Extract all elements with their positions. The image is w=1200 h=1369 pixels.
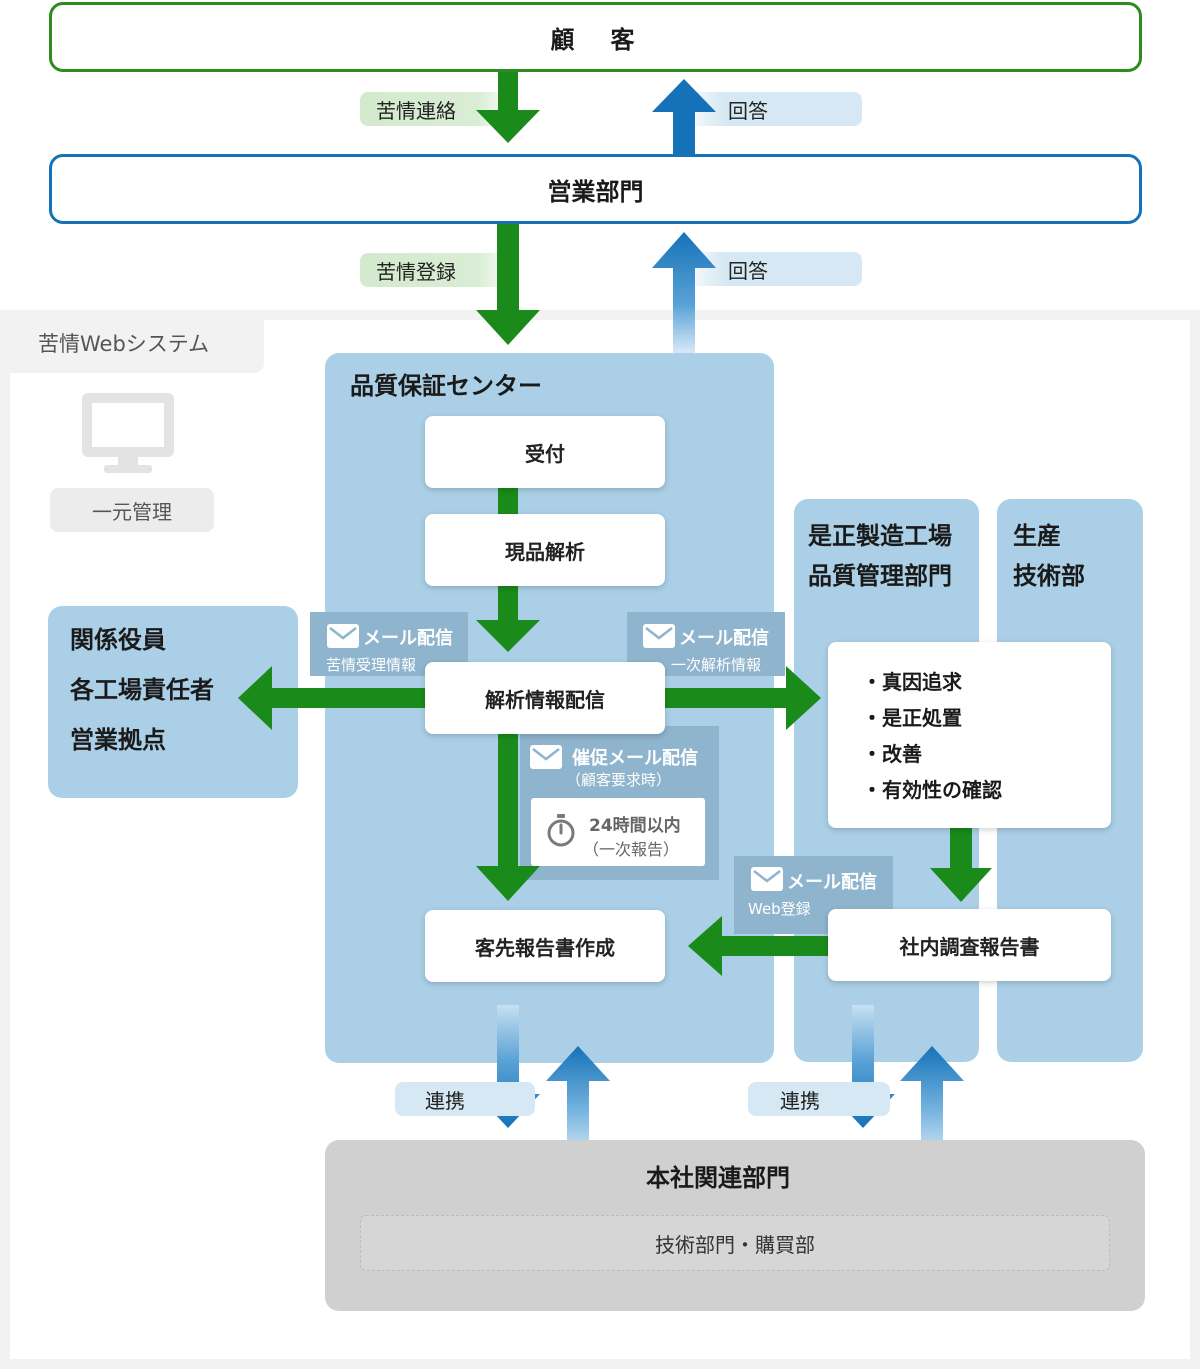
qa-center-title: 品質保証センター [350,372,542,400]
link-label-1: 連携 [425,1088,465,1113]
mail-right-title: メール配信 [679,628,769,649]
complaint-register-label: 苦情登録 [376,259,456,284]
hq-sub-box: 技術部門・購買部 [360,1215,1110,1271]
arrow-complaint-register [476,224,540,345]
connector-reception-analysis [498,488,518,516]
action-item-2: ・是正処置 [862,706,962,730]
mail-prompt-sub: （顧客要求時） [566,771,672,789]
mail-web-title: メール配信 [787,872,877,893]
officers-line-2: 各工場責任者 [70,676,214,704]
officers-line-1: 関係役員 [70,626,166,654]
system-label-tab [0,310,264,373]
production-tech-line-1: 生産 [1013,522,1061,550]
envelope-icon [643,624,675,648]
arrow-answer-2 [652,232,716,353]
internal-report-label: 社内調査報告書 [899,934,1040,959]
arrow-complaint-contact [476,72,540,143]
unified-badge: 一元管理 [50,488,214,532]
timer-title: 24時間以内 [589,816,681,836]
stopwatch-icon [547,814,575,847]
arrow-to-client-report [476,734,540,901]
sales-label: 営業部門 [547,177,644,206]
arrow-to-officers [238,666,426,730]
mail-prompt-title: 催促メール配信 [572,748,698,769]
arrow-link-1-up [546,1046,610,1168]
arrow-answer-1 [652,79,716,154]
action-item-1: ・真因追求 [862,670,962,694]
mail-left-sub: 苦情受理情報 [326,656,417,674]
arrow-to-actions [664,666,821,730]
complaint-register-tag: 苦情登録 [360,253,516,287]
customer-label: 顧 客 [550,25,641,54]
action-item-3: ・改善 [862,742,922,766]
link-tag-2: 連携 [748,1082,890,1116]
mail-web-sub: Web登録 [748,900,811,918]
link-label-2: 連携 [780,1088,820,1113]
factory-qc-line-1: 是正製造工場 [808,522,952,550]
actions-box: ・真因追求 ・是正処置 ・改善 ・有効性の確認 [828,642,1111,828]
complaint-contact-label: 苦情連絡 [376,98,456,123]
distribution-label: 解析情報配信 [485,687,605,712]
link-tag-1: 連携 [395,1082,535,1116]
answer-tag-2: 回答 [680,252,862,286]
arrow-analysis-distribution [476,586,540,652]
envelope-icon [530,745,562,769]
envelope-icon [327,624,359,648]
analysis-box: 現品解析 [425,514,665,586]
customer-box: 顧 客 [49,2,1142,72]
timer-sub: （一次報告） [583,840,680,859]
factory-qc-line-2: 品質管理部門 [808,562,952,590]
action-item-4: ・有効性の確認 [862,778,1002,802]
envelope-icon [751,867,783,891]
production-tech-line-2: 技術部 [1013,562,1085,590]
mail-right-sub: 一次解析情報 [671,656,762,674]
arrow-link-2-up [900,1046,964,1168]
answer-label-1: 回答 [728,98,768,123]
internal-report-box: 社内調査報告書 [828,909,1111,981]
monitor-icon [82,393,174,473]
arrow-actions-internal [930,828,992,902]
system-label: 苦情Webシステム [38,332,210,356]
hq-sub-label: 技術部門・購買部 [655,1232,815,1257]
client-report-box: 客先報告書作成 [425,910,665,982]
distribution-box: 解析情報配信 [425,662,665,734]
reception-box: 受付 [425,416,665,488]
sales-box: 営業部門 [49,154,1142,224]
officers-line-3: 営業拠点 [70,726,166,754]
client-report-label: 客先報告書作成 [475,935,615,960]
reception-label: 受付 [525,441,565,466]
arrow-internal-to-client [688,916,828,976]
analysis-label: 現品解析 [505,539,585,564]
headquarters-title: 本社関連部門 [646,1164,790,1192]
answer-label-2: 回答 [728,258,768,283]
unified-label: 一元管理 [92,499,172,524]
mail-left-title: メール配信 [363,628,453,649]
